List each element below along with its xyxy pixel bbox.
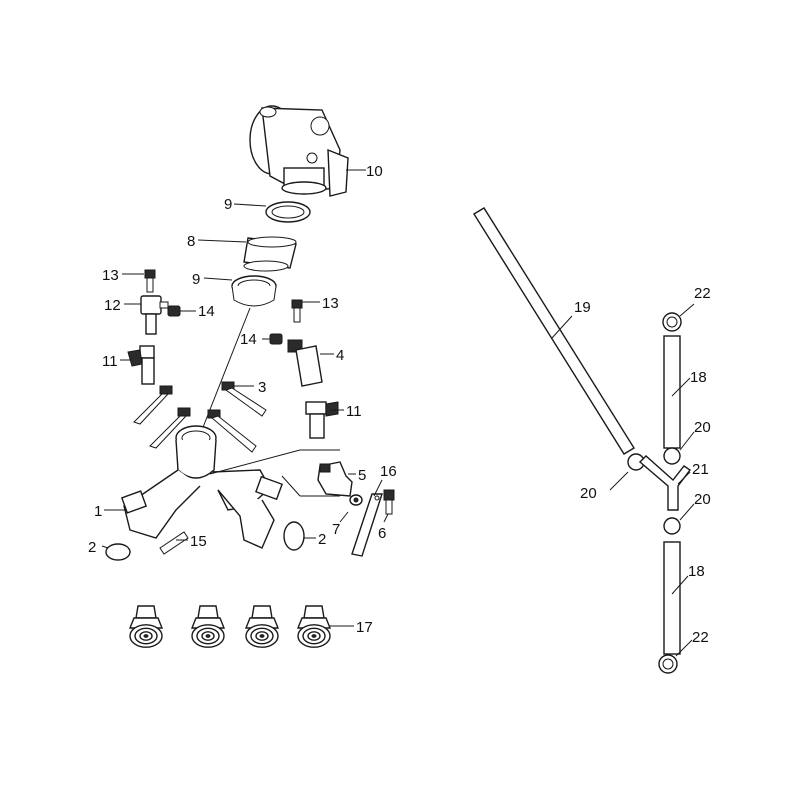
callout-10: 10	[366, 163, 383, 180]
callout-20-c: 20	[694, 491, 711, 508]
part-20-clamp-c	[663, 503, 695, 535]
part-20-clamp-b	[609, 453, 645, 491]
part-19-long-hose	[473, 207, 635, 455]
part-9-clamp-lower	[203, 275, 277, 307]
callout-15: 15	[190, 533, 207, 550]
part-21-y-connector	[638, 455, 692, 511]
callout-14-right: 14	[240, 331, 257, 348]
callout-9-lower: 9	[192, 271, 200, 288]
callout-18-top: 18	[690, 369, 707, 386]
callout-2-left: 2	[88, 539, 96, 556]
part-bolt-b	[149, 407, 191, 449]
part-22-clamp-bottom	[658, 639, 693, 674]
part-15-pin	[159, 531, 189, 555]
part-14-nut-right	[262, 333, 283, 345]
part-22-clamp-top	[662, 303, 695, 332]
callout-11-right: 11	[346, 403, 362, 420]
part-6-bolt	[383, 489, 395, 523]
callout-2-right: 2	[318, 531, 326, 548]
callout-6: 6	[378, 525, 386, 542]
part-12-pressure-sensor	[124, 295, 169, 335]
callout-22-bottom: 22	[692, 629, 709, 646]
part-bolt-c	[207, 409, 257, 453]
callout-7: 7	[332, 521, 340, 538]
part-13-screw-right	[291, 299, 320, 323]
callout-labels: 10 9 8 9 13 12 14 11 13 14 4 3 11 5 16 1…	[88, 163, 711, 646]
callout-12: 12	[104, 297, 121, 314]
cap-1	[128, 605, 164, 648]
callout-3: 3	[258, 379, 266, 396]
callout-14-left: 14	[198, 303, 215, 320]
cap-4	[296, 605, 332, 648]
part-13-screw-left	[122, 269, 156, 293]
part-18-hose-bottom	[663, 541, 689, 655]
callout-16: 16	[380, 463, 397, 480]
callout-18-bottom: 18	[688, 563, 705, 580]
callout-5: 5	[358, 467, 366, 484]
callout-19: 19	[574, 299, 591, 316]
callout-9-upper: 9	[224, 196, 232, 213]
part-9-clamp-upper	[233, 201, 311, 223]
part-17-caps	[128, 605, 354, 648]
part-3-bolt	[221, 381, 267, 417]
callout-17: 17	[356, 619, 373, 636]
part-4-regulator	[287, 339, 334, 387]
part-7-washer	[339, 494, 363, 523]
part-18-hose-top	[663, 335, 691, 449]
part-20-clamp-a	[663, 431, 695, 465]
callout-4: 4	[336, 347, 344, 364]
callout-13-left: 13	[102, 267, 119, 284]
part-11-injector-right	[305, 401, 344, 439]
part-16-strap	[351, 479, 383, 557]
cap-3	[244, 605, 280, 648]
part-2-oring-left	[101, 543, 131, 561]
callout-20-a: 20	[694, 419, 711, 436]
callout-1: 1	[94, 503, 102, 520]
part-8-intake-boot	[197, 236, 297, 272]
part-14-nut-left	[167, 305, 196, 317]
callout-11-left: 11	[102, 353, 118, 370]
part-bolt-a	[133, 385, 173, 425]
callout-13-right: 13	[322, 295, 339, 312]
callout-8: 8	[187, 233, 195, 250]
part-1-intake-manifold	[104, 425, 340, 549]
callout-22-top: 22	[694, 285, 711, 302]
part-5-sensor	[317, 461, 356, 497]
part-2-oring-right	[283, 521, 316, 551]
part-10-throttle-body	[249, 105, 366, 197]
callout-21: 21	[692, 461, 709, 478]
callout-20-b: 20	[580, 485, 597, 502]
part-11-injector-left	[120, 345, 155, 385]
cap-2	[190, 605, 226, 648]
